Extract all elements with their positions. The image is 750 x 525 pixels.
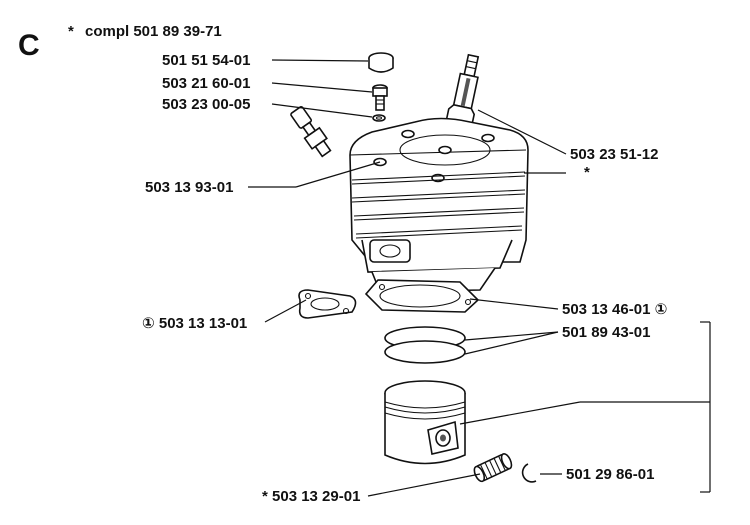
assembly-bracket <box>700 321 711 493</box>
label-cylinder-asterisk: * <box>584 164 590 181</box>
section-letter: C <box>18 29 40 62</box>
label-exhaust-gasket: ① 503 13 13-01 <box>142 315 247 332</box>
screw-part <box>372 84 388 111</box>
header-compl-number: compl 501 89 39-71 <box>85 23 222 40</box>
washer-part <box>372 114 386 122</box>
piston-part <box>384 380 466 465</box>
label-screw: 503 21 60-01 <box>162 75 250 92</box>
label-washer: 503 23 00-05 <box>162 96 250 113</box>
label-cap: 501 51 54-01 <box>162 52 250 69</box>
leader-lines <box>248 59 710 497</box>
label-needle-bearing: * 503 13 29-01 <box>262 488 360 505</box>
exhaust-gasket-part <box>298 289 357 319</box>
cylinder-part <box>349 117 529 293</box>
label-piston-rings: 501 89 43-01 <box>562 324 650 341</box>
label-decompression-valve: 503 13 93-01 <box>145 179 233 196</box>
needle-bearing-part <box>473 452 513 483</box>
cylinder-gasket-part <box>364 279 480 313</box>
label-circlip: 501 29 86-01 <box>566 466 654 483</box>
decompression-valve-part <box>290 106 332 158</box>
piston-rings-part <box>384 326 466 364</box>
circlip-part <box>521 463 537 483</box>
label-spark-plug: 503 23 51-12 <box>570 146 658 163</box>
label-cylinder-gasket: 503 13 46-01 ① <box>562 301 667 318</box>
cap-part <box>368 52 394 73</box>
header-asterisk: * <box>68 23 74 40</box>
